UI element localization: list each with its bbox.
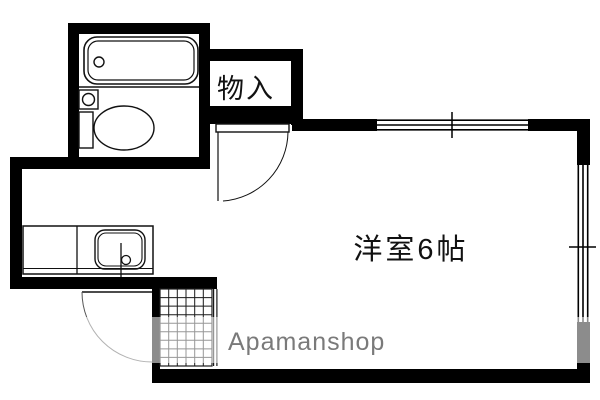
bathtub-drain-icon	[93, 56, 105, 68]
window-right-glass-lines	[577, 165, 589, 322]
wall-closet-bottom	[202, 106, 303, 124]
watermark-band	[0, 317, 600, 363]
wall-kitchen-south	[10, 277, 217, 289]
closet-door-leaf	[215, 123, 290, 133]
watermark-text: Apamanshop	[228, 328, 385, 356]
wall-kitchen-north	[10, 157, 210, 169]
closet-label: 物入	[217, 74, 275, 104]
bathtub-icon	[83, 36, 199, 85]
kitchen-sink-icon	[94, 229, 146, 270]
bathroom-sink-bowl	[81, 92, 96, 107]
window-top	[377, 112, 528, 138]
bathroom-floor	[79, 34, 199, 157]
wall-closet-top	[202, 49, 303, 61]
toilet-tank-icon	[78, 111, 94, 149]
kitchen-counter	[22, 225, 154, 277]
bathtub-inner-line	[87, 40, 195, 81]
closet-door-swing-arc	[222, 131, 289, 202]
bathroom-sink-icon	[78, 89, 99, 110]
kitchen-counter-outline	[22, 225, 154, 275]
wall-bottom	[152, 369, 590, 383]
window-right	[569, 165, 596, 322]
kitchen-drain-icon	[120, 254, 132, 266]
room-label: 洋室6帖	[353, 233, 468, 266]
bathroom-fixtures	[78, 36, 199, 151]
toilet-bowl-icon	[93, 105, 155, 151]
closet-door	[215, 123, 290, 202]
wall-left	[10, 157, 22, 289]
kitchen-sink-inner-line	[97, 232, 143, 267]
